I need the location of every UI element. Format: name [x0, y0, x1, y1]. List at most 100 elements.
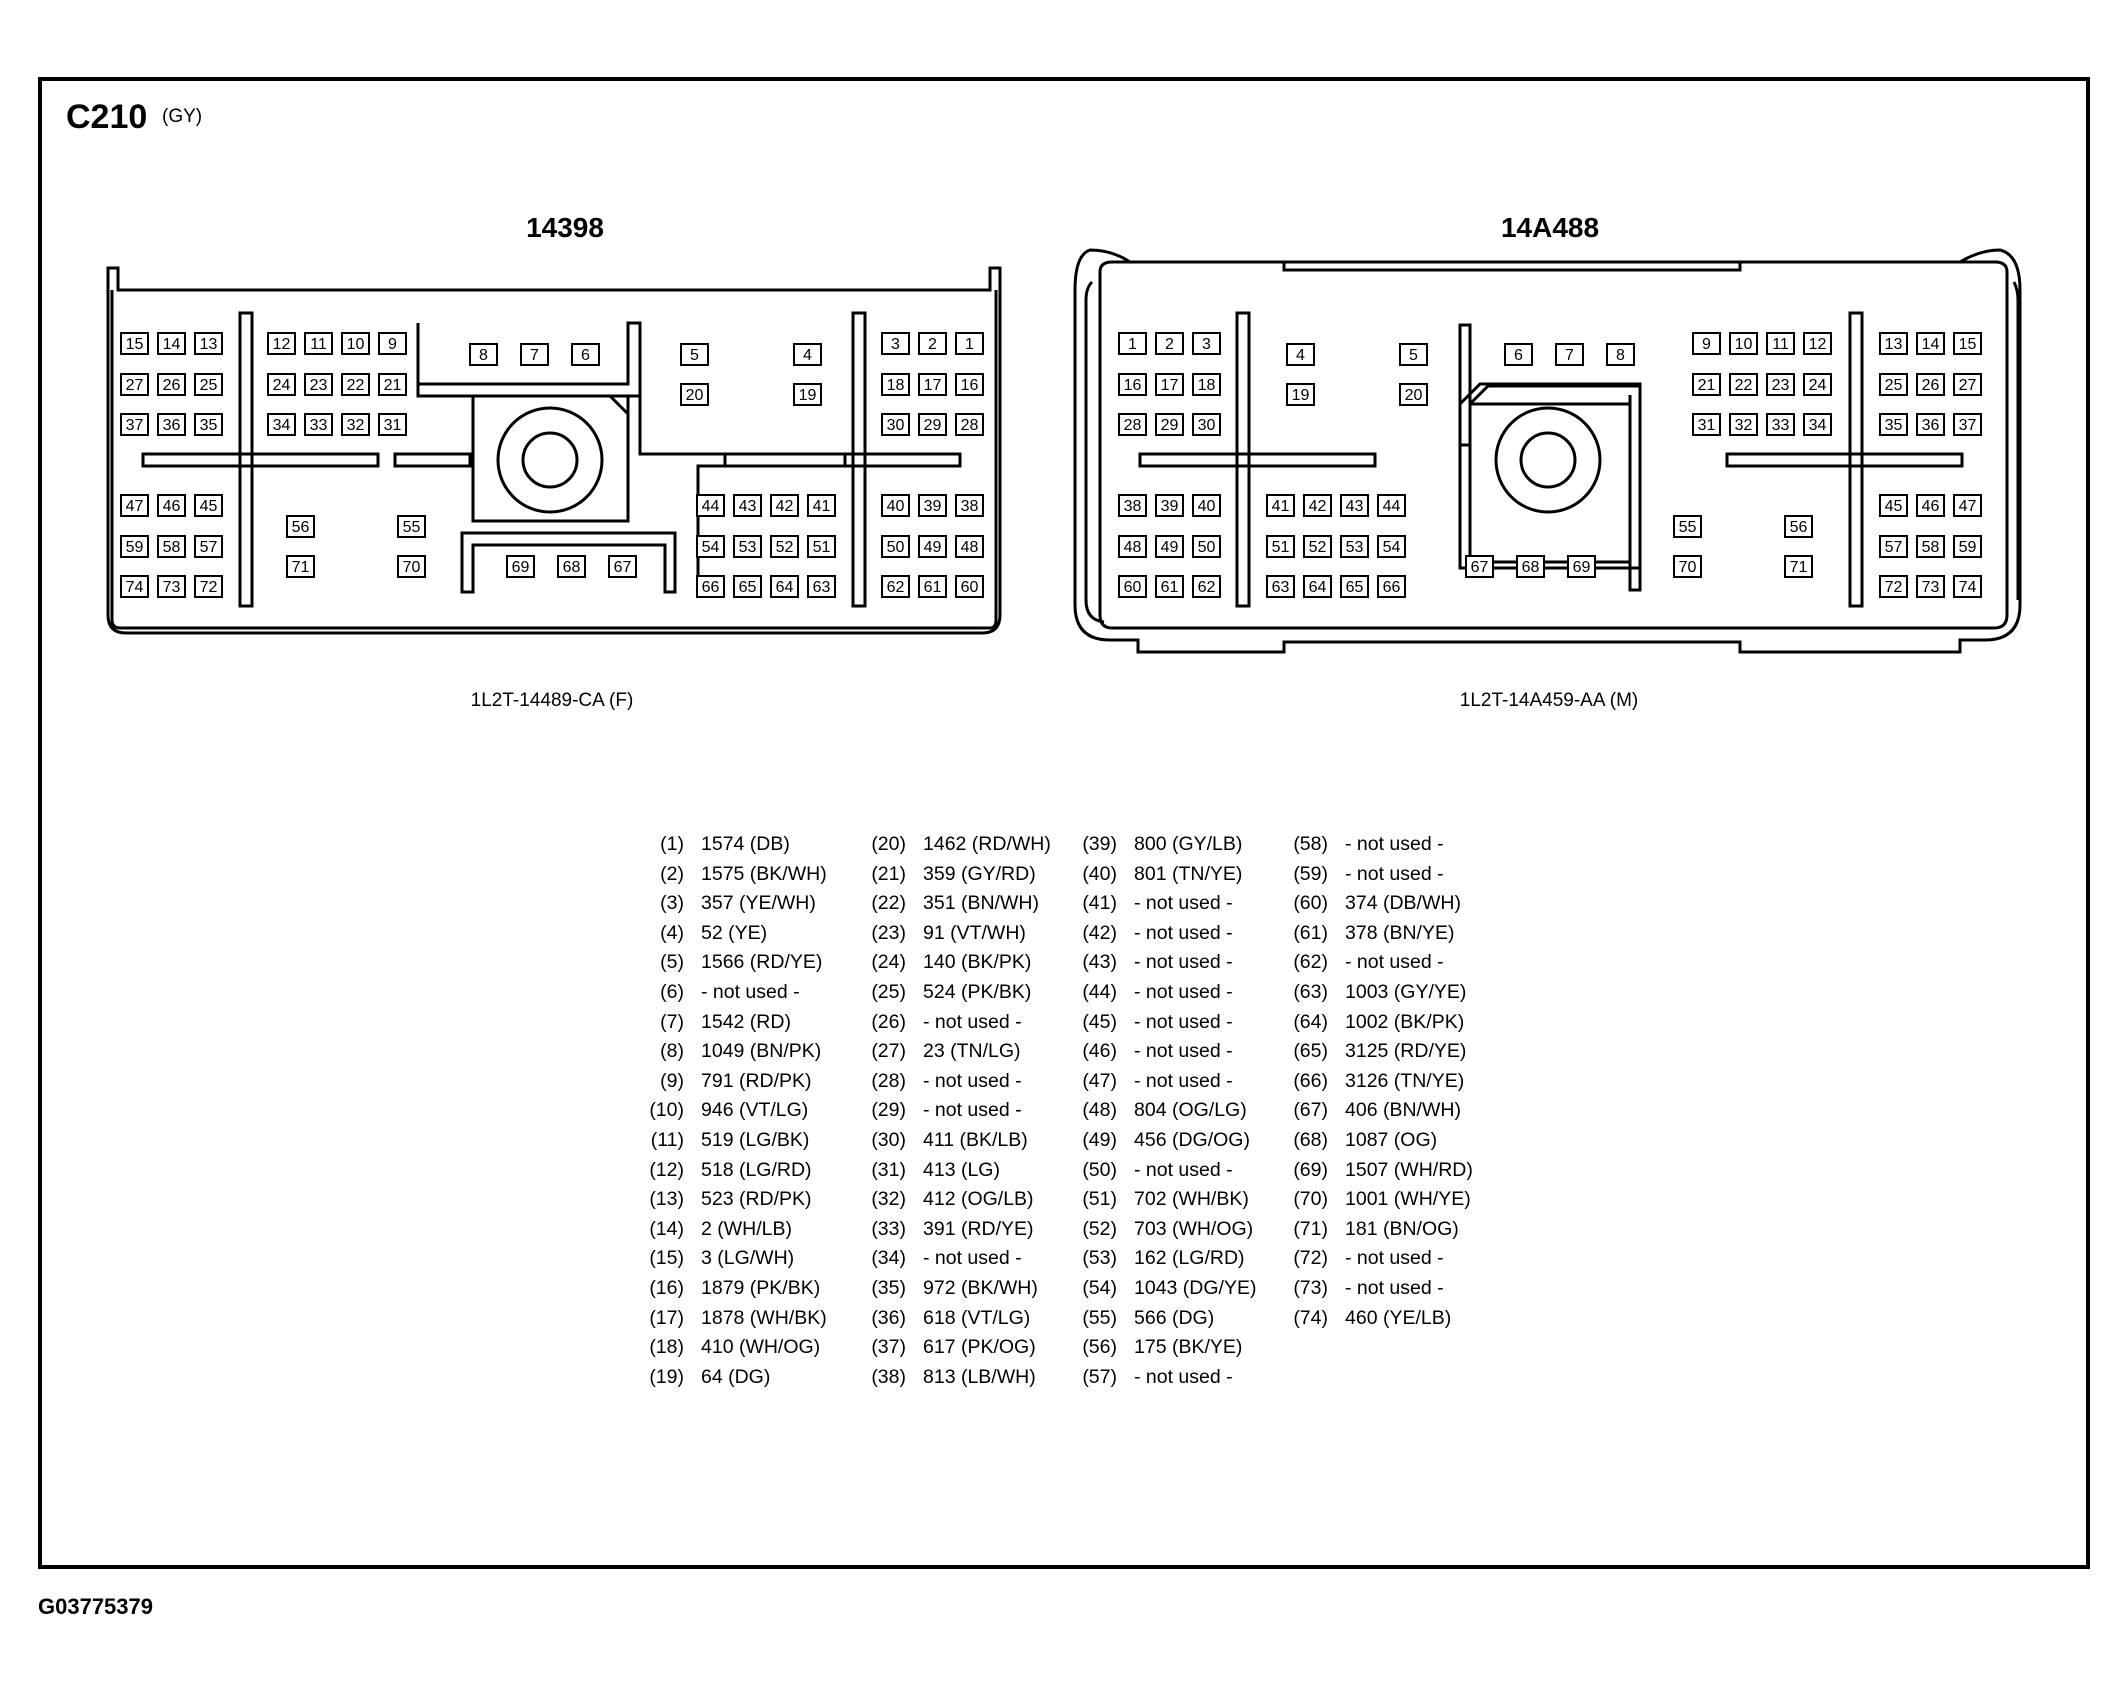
svg-text:73: 73 [163, 579, 181, 596]
svg-text:54: 54 [702, 539, 720, 556]
legend-pin-number: (38) [871, 1365, 906, 1388]
svg-text:17: 17 [1161, 377, 1179, 394]
legend-pin-number: (51) [1082, 1188, 1117, 1211]
svg-text:50: 50 [1198, 539, 1216, 556]
legend-circuit: 800 (GY/LB) [1134, 833, 1243, 855]
svg-text:41: 41 [1272, 498, 1290, 515]
right-pin-63: 63 [1266, 575, 1295, 598]
right-pin-56: 56 [1784, 515, 1813, 538]
legend-circuit: 1001 (WH/YE) [1345, 1188, 1471, 1211]
legend-circuit: 3 (LG/WH) [701, 1247, 795, 1270]
legend-circuit: 1462 (RD/WH) [923, 833, 1051, 855]
svg-text:53: 53 [1346, 539, 1364, 556]
legend-pin-number: (56) [1082, 1336, 1117, 1359]
right-pin-50: 50 [1192, 535, 1221, 558]
svg-text:18: 18 [1198, 377, 1216, 394]
svg-text:65: 65 [1346, 579, 1364, 596]
legend-circuit: - not used - [923, 1247, 1022, 1270]
legend-circuit: 175 (BK/YE) [1134, 1336, 1243, 1359]
right-pin-64: 64 [1303, 575, 1332, 598]
legend-pin-number: (23) [871, 921, 906, 944]
right-pin-22: 22 [1729, 373, 1758, 396]
right-pin-48: 48 [1118, 535, 1147, 558]
legend-circuit: 406 (BN/WH) [1345, 1099, 1461, 1122]
legend-circuit: 351 (BN/WH) [923, 892, 1039, 915]
svg-text:71: 71 [292, 559, 310, 576]
left-pin-2: 2 [918, 332, 947, 355]
legend-pin-number: (46) [1082, 1040, 1117, 1063]
left-pin-7: 7 [520, 343, 549, 366]
legend-circuit: 1575 (BK/WH) [701, 862, 827, 885]
legend-pin-number: (72) [1293, 1247, 1328, 1270]
left-connector-inner-outline [110, 290, 998, 630]
right-pin-18: 18 [1192, 373, 1221, 396]
legend-circuit: - not used - [1345, 862, 1444, 885]
right-pin-25: 25 [1879, 373, 1908, 396]
right-pin-33: 33 [1766, 413, 1795, 436]
left-pin-42: 42 [770, 494, 799, 517]
right-pin-12: 12 [1803, 332, 1832, 355]
svg-text:9: 9 [1702, 336, 1711, 353]
svg-text:70: 70 [1679, 559, 1697, 576]
svg-text:74: 74 [1959, 579, 1977, 596]
legend-pin-number: (40) [1082, 862, 1117, 885]
svg-text:44: 44 [702, 498, 720, 515]
legend-circuit: 410 (WH/OG) [701, 1336, 821, 1359]
svg-text:37: 37 [1959, 417, 1977, 434]
right-pin-40: 40 [1192, 494, 1221, 517]
legend-pin-number: (20) [871, 833, 906, 855]
svg-text:38: 38 [1124, 498, 1142, 515]
svg-text:23: 23 [310, 377, 328, 394]
legend-circuit: 946 (VT/LG) [701, 1099, 809, 1122]
legend-pin-number: (71) [1293, 1217, 1328, 1240]
legend-circuit: 3125 (RD/YE) [1345, 1040, 1467, 1063]
svg-text:60: 60 [1124, 579, 1142, 596]
legend-circuit: - not used - [923, 1069, 1022, 1092]
legend-circuit: 140 (BK/PK) [923, 951, 1032, 974]
legend-circuit: 1003 (GY/YE) [1345, 981, 1467, 1003]
svg-text:40: 40 [1198, 498, 1216, 515]
svg-text:36: 36 [1922, 417, 1940, 434]
left-pin-72: 72 [194, 575, 223, 598]
svg-text:30: 30 [887, 417, 905, 434]
svg-text:22: 22 [1735, 377, 1753, 394]
legend-circuit: - not used - [1134, 1040, 1233, 1063]
left-connector-body [106, 266, 1002, 635]
svg-text:43: 43 [739, 498, 757, 515]
svg-text:38: 38 [961, 498, 979, 515]
svg-text:9: 9 [388, 336, 397, 353]
left-pin-14: 14 [157, 332, 186, 355]
legend-pin-number: (36) [871, 1306, 906, 1329]
left-pin-48: 48 [955, 535, 984, 558]
right-pin-65: 65 [1340, 575, 1369, 598]
right-pin-21: 21 [1692, 373, 1721, 396]
svg-text:45: 45 [1885, 498, 1903, 515]
legend-circuit: 52 (YE) [701, 921, 768, 944]
legend-pin-number: (45) [1082, 1010, 1117, 1033]
left-pin-32: 32 [341, 413, 370, 436]
legend-pin-number: (7) [660, 1010, 684, 1033]
svg-text:48: 48 [961, 539, 979, 556]
legend-circuit: 1507 (WH/RD) [1345, 1158, 1473, 1181]
right-pin-20: 20 [1399, 383, 1428, 406]
right-pin-15: 15 [1953, 332, 1982, 355]
legend-pin-number: (1) [660, 833, 684, 855]
svg-text:2: 2 [928, 336, 937, 353]
legend-pin-number: (55) [1082, 1306, 1117, 1329]
legend-pin-number: (57) [1082, 1365, 1117, 1388]
legend-pin-number: (26) [871, 1010, 906, 1033]
left-pin-73: 73 [157, 575, 186, 598]
legend-pin-number: (9) [660, 1069, 684, 1092]
right-pin-66: 66 [1377, 575, 1406, 598]
legend-pin-number: (29) [871, 1099, 906, 1122]
left-pin-31: 31 [378, 413, 407, 436]
left-pin-34: 34 [267, 413, 296, 436]
right-pin-35: 35 [1879, 413, 1908, 436]
right-pin-19: 19 [1286, 383, 1315, 406]
right-pin-70: 70 [1673, 555, 1702, 578]
svg-text:64: 64 [1309, 579, 1327, 596]
legend-pin-number: (6) [660, 981, 684, 1003]
legend-pin-number: (24) [871, 951, 906, 974]
svg-text:32: 32 [347, 417, 365, 434]
svg-text:2: 2 [1165, 336, 1174, 353]
